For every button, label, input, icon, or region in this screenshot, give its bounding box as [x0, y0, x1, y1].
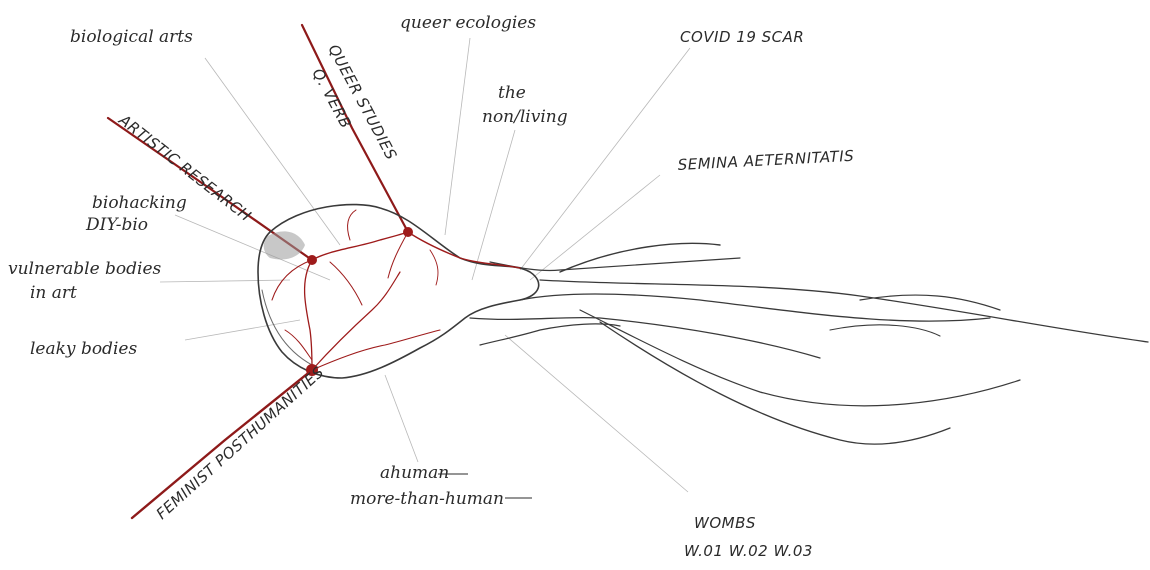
label-more-than-human: more-than-human [350, 489, 504, 509]
vessel-2 [408, 232, 520, 268]
axis-queer-studies [302, 25, 408, 232]
label-diy-bio: DIY-bio [85, 215, 148, 235]
vessel-7 [330, 262, 362, 305]
label-leaky-bodies: leaky bodies [30, 339, 137, 359]
label-non-living: non/living [482, 107, 568, 127]
leader-non-living [472, 130, 515, 280]
label-wombs-sub: W.01 W.02 W.03 [684, 542, 813, 560]
leader-queer-ecologies [445, 38, 470, 235]
leader-lines [160, 38, 690, 492]
vessel-9 [348, 210, 356, 240]
label-semina: SEMINA AETERNITATIS [677, 147, 854, 174]
leader-vulnerable [160, 280, 290, 282]
label-wombs: WOMBS [694, 514, 756, 532]
label-biohacking: biohacking [92, 193, 187, 213]
vessel-8 [388, 232, 408, 278]
tendril-1 [560, 243, 720, 272]
body-sketch [258, 205, 1148, 445]
vessels [272, 210, 520, 370]
label-ahuman: ahuman [380, 463, 449, 483]
tendril-5 [860, 295, 1000, 310]
leader-leaky [185, 320, 300, 340]
tendril-2 [540, 280, 1148, 342]
leader-ahuman [385, 375, 418, 462]
vessel-4 [312, 272, 400, 370]
tendril-4 [600, 322, 950, 444]
tendril-3 [580, 310, 1020, 406]
label-biological-arts: biological arts [70, 27, 193, 47]
node-artistic [307, 255, 317, 265]
tendril-6 [830, 325, 940, 336]
body-shadow [264, 231, 305, 259]
label-queer-ecologies: queer ecologies [400, 13, 536, 33]
leader-wombs [505, 335, 688, 492]
vessel-11 [430, 250, 438, 285]
label-feminist-posthumanities: FEMINIST POSTHUMANITIES [153, 363, 328, 523]
vessel-1 [312, 232, 408, 260]
neck-fold [480, 324, 620, 345]
vessel-3 [305, 260, 312, 370]
label-the: the [498, 83, 526, 103]
label-vulnerable-bodies: vulnerable bodies [8, 259, 162, 279]
label-covid-scar: COVID 19 SCAR [680, 28, 804, 46]
leader-covid-scar [520, 48, 690, 270]
body-outline [258, 205, 539, 378]
node-queer [403, 227, 413, 237]
label-in-art: in art [30, 283, 77, 303]
nodes [306, 227, 413, 376]
